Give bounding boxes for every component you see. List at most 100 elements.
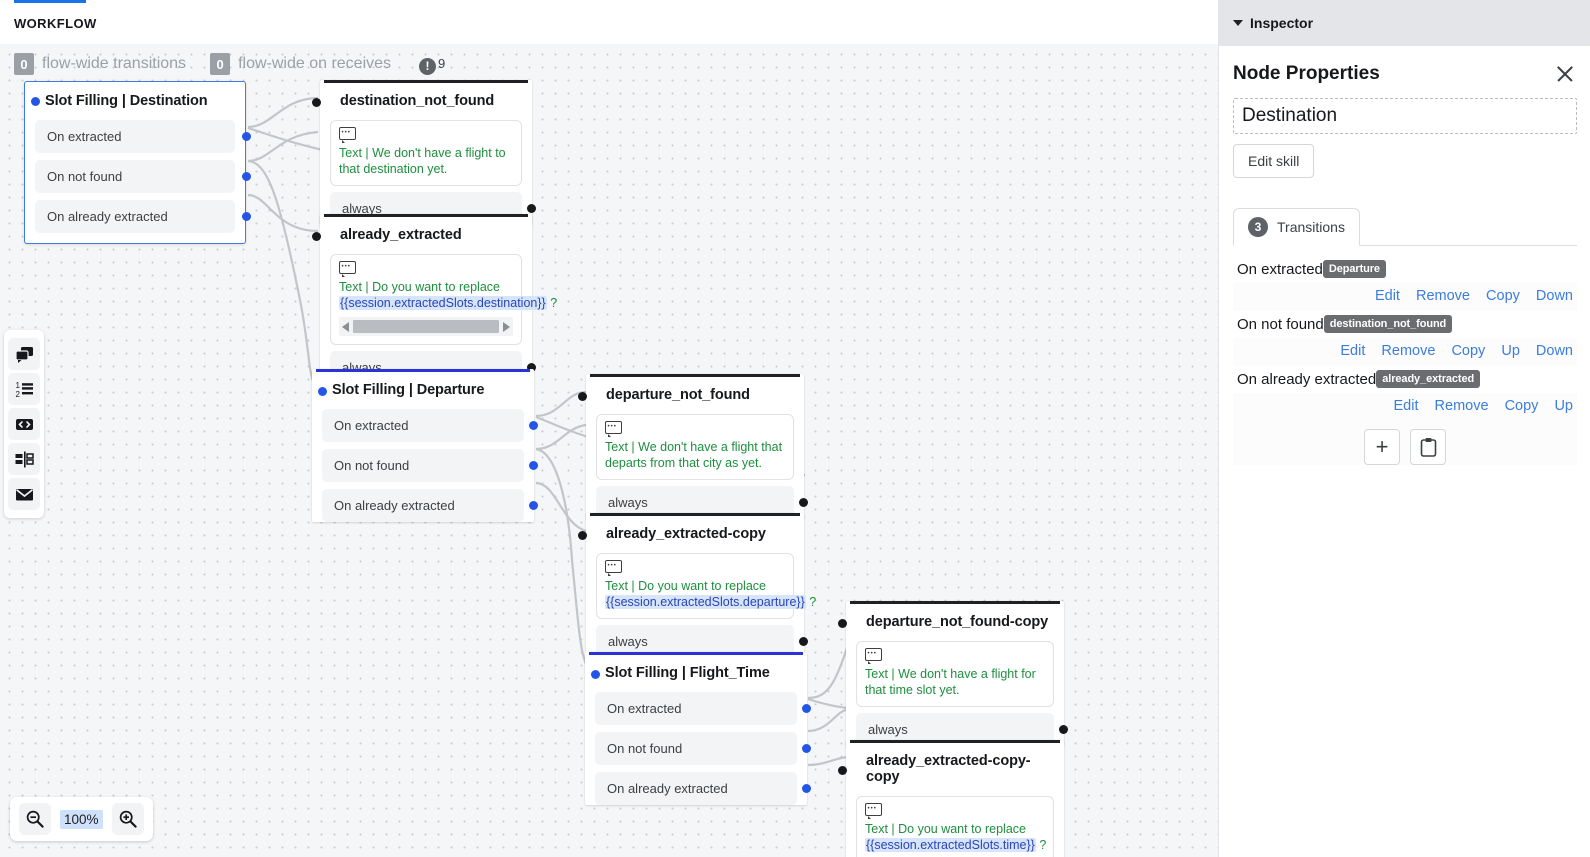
port-always[interactable] [527, 204, 536, 213]
split-layout-icon[interactable] [8, 443, 40, 475]
close-icon[interactable] [1553, 62, 1577, 86]
message-text: Text | Do you want to replace {{session.… [865, 822, 1047, 852]
node-status-dot [318, 386, 327, 396]
port-on-not-found[interactable] [529, 461, 538, 470]
flow-wide-on-receives-label[interactable]: flow-wide on receives [238, 55, 392, 72]
node-destination-not-found[interactable]: destination_not_found ••• Text | We don'… [312, 80, 536, 235]
port-on-already-extracted[interactable] [802, 784, 811, 793]
message-box[interactable]: ••• Text | We don't have a flight that d… [596, 414, 794, 480]
node-slot-filling-departure[interactable]: Slot Filling | Departure On extracted On… [312, 369, 538, 532]
node-row-on-extracted[interactable]: On extracted [35, 120, 251, 153]
message-text: Text | We don't have a flight that depar… [605, 440, 783, 470]
remove-link[interactable]: Remove [1381, 343, 1436, 359]
port-on-not-found[interactable] [802, 744, 811, 753]
inspector-body: Node Properties Destination Edit skill 3… [1219, 46, 1590, 465]
remove-link[interactable]: Remove [1416, 288, 1470, 304]
message-box[interactable]: ••• Text | Do you want to replace {{sess… [330, 254, 557, 345]
message-icon: ••• [339, 127, 356, 143]
message-text: Text | Do you want to replace {{session.… [605, 579, 817, 609]
message-box[interactable]: ••• Text | We don't have a flight to tha… [330, 120, 522, 186]
port-on-extracted[interactable] [802, 704, 811, 713]
inspector-title: Inspector [1250, 15, 1314, 31]
zoom-out-icon[interactable] [19, 803, 51, 835]
port-on-extracted[interactable] [529, 421, 538, 430]
node-already-extracted-copy-copy[interactable]: already_extracted-copy-copy ••• Text | D… [838, 740, 1064, 857]
transitions-count-badge: 3 [1248, 217, 1268, 237]
port-on-extracted[interactable] [242, 132, 251, 141]
message-box[interactable]: ••• Text | Do you want to replace {{sess… [596, 553, 817, 619]
port-on-already-extracted[interactable] [529, 501, 538, 510]
node-slot-filling-destination[interactable]: Slot Filling | Destination On extracted … [24, 81, 251, 244]
chat-icon[interactable] [8, 338, 40, 370]
node-name-field[interactable]: Destination [1233, 98, 1577, 134]
remove-link[interactable]: Remove [1434, 398, 1489, 414]
message-box[interactable]: ••• Text | Do you want to replace {{sess… [856, 796, 1054, 857]
node-row-on-not-found[interactable]: On not found [595, 732, 811, 765]
node-row-on-extracted[interactable]: On extracted [322, 409, 538, 442]
node-status-dot [838, 765, 847, 775]
port-on-already-extracted[interactable] [242, 212, 251, 221]
message-box[interactable]: ••• Text | We don't have a flight for th… [856, 641, 1054, 707]
message-hscrollbar[interactable] [339, 317, 513, 336]
node-row-on-extracted[interactable]: On extracted [595, 692, 811, 725]
zoom-level[interactable]: 100% [60, 809, 103, 829]
node-row-on-already-extracted[interactable]: On already extracted [35, 200, 251, 233]
workflow-canvas[interactable]: WORKFLOW 0 flow-wide transitions 0 flow-… [0, 0, 1218, 857]
message-icon: ••• [605, 560, 622, 576]
transition-target[interactable]: Departure [1322, 260, 1386, 278]
node-row-on-already-extracted[interactable]: On already extracted [595, 772, 811, 805]
flow-wide-transitions-label[interactable]: flow-wide transitions [42, 55, 187, 72]
up-link[interactable]: Up [1554, 398, 1573, 414]
scroll-right-icon[interactable] [503, 321, 510, 332]
scroll-thumb[interactable] [353, 320, 499, 333]
node-accent-bar [316, 369, 530, 372]
up-link[interactable]: Up [1501, 343, 1520, 359]
copy-link[interactable]: Copy [1486, 288, 1520, 304]
envelope-icon[interactable] [8, 478, 40, 510]
node-slot-filling-flight-time[interactable]: Slot Filling | Flight_Time On extracted … [585, 652, 811, 815]
message-text: Text | We don't have a flight to that de… [339, 146, 506, 176]
message-icon: ••• [865, 803, 882, 819]
port-always[interactable] [527, 363, 536, 372]
node-accent-bar [324, 214, 528, 217]
zoom-controls: 100% [10, 797, 153, 841]
down-link[interactable]: Down [1535, 288, 1573, 304]
tab-transitions[interactable]: 3 Transitions [1233, 208, 1360, 246]
transition-actions: Edit Remove Copy Up [1233, 393, 1577, 421]
node-already-extracted-copy[interactable]: already_extracted-copy ••• Text | Do you… [578, 513, 817, 668]
edit-link[interactable]: Edit [1340, 343, 1366, 359]
edit-link[interactable]: Edit [1374, 288, 1400, 304]
port-on-not-found[interactable] [242, 172, 251, 181]
transition-target[interactable]: destination_not_found [1323, 315, 1453, 333]
chevron-down-icon[interactable] [1233, 20, 1243, 26]
port-always[interactable] [799, 498, 808, 507]
down-link[interactable]: Down [1535, 343, 1573, 359]
zoom-in-icon[interactable] [111, 803, 144, 835]
transition-label: On not found [1237, 315, 1324, 333]
copy-link[interactable]: Copy [1504, 398, 1539, 414]
add-transition-button[interactable]: + [1364, 429, 1400, 465]
edit-link[interactable]: Edit [1393, 398, 1419, 414]
warning-indicator[interactable]: ! 9 [419, 56, 445, 75]
inspector-header[interactable]: Inspector [1219, 0, 1590, 46]
scroll-left-icon[interactable] [342, 321, 349, 332]
node-row-on-already-extracted[interactable]: On already extracted [322, 489, 538, 522]
edit-skill-button[interactable]: Edit skill [1233, 144, 1315, 178]
port-always[interactable] [1059, 725, 1068, 734]
node-row-on-not-found[interactable]: On not found [35, 160, 251, 193]
node-status-dot [312, 231, 321, 241]
transition-target[interactable]: already_extracted [1376, 370, 1481, 388]
node-row-on-not-found[interactable]: On not found [322, 449, 538, 482]
node-departure-not-found[interactable]: departure_not_found ••• Text | We don't … [578, 374, 808, 529]
code-brackets-icon[interactable] [8, 408, 40, 440]
page-title: WORKFLOW [14, 16, 97, 31]
paste-transition-button[interactable] [1410, 429, 1446, 465]
tab-transitions-label: Transitions [1277, 219, 1345, 235]
node-properties-row: Node Properties [1233, 46, 1577, 98]
node-already-extracted[interactable]: already_extracted ••• Text | Do you want… [312, 214, 557, 394]
port-always[interactable] [799, 637, 808, 646]
copy-link[interactable]: Copy [1451, 343, 1486, 359]
node-departure-not-found-copy[interactable]: departure_not_found-copy ••• Text | We d… [838, 601, 1068, 756]
